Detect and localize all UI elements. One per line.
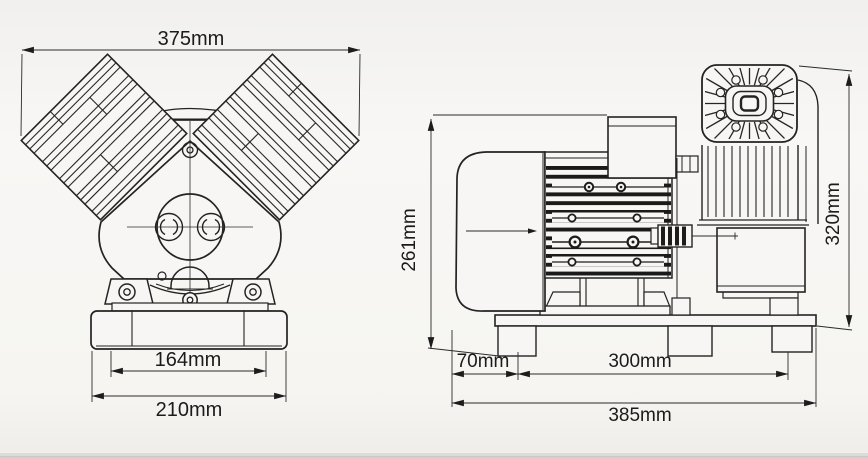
- dimension-base-width: 210mm: [91, 351, 287, 421]
- motor-fan-cover: [455, 151, 546, 312]
- tie-rods: [552, 181, 664, 267]
- apex-bolt: [181, 141, 199, 159]
- foot-middle: [667, 325, 713, 357]
- dim-label-foot-span: 300mm: [608, 351, 671, 372]
- base-plate: [494, 314, 817, 357]
- dimension-motor-top-height: 261mm: [399, 114, 607, 357]
- crankcase-feet: [104, 278, 276, 308]
- cylinder-right: [192, 53, 360, 221]
- dim-label-overall-width: 375mm: [158, 28, 225, 50]
- pump-section: [650, 64, 819, 316]
- dimension-overall-length: 385mm: [451, 328, 817, 426]
- motor-mounts: [539, 278, 671, 316]
- dimension-mount-hole-span: 164mm: [110, 349, 267, 377]
- foot-right: [771, 325, 813, 353]
- front-view: 375mm 164mm 210mm: [20, 28, 361, 421]
- crankcase-front: [98, 121, 282, 308]
- cylinder-fins-side: [697, 145, 809, 226]
- cylinder-left: [20, 53, 188, 221]
- dimension-foot-span: 300mm: [517, 351, 789, 380]
- dim-label-base-width: 210mm: [156, 399, 223, 421]
- base-front: [90, 302, 288, 350]
- dimension-overall-width: 375mm: [20, 28, 361, 137]
- dimension-overall-height: 320mm: [798, 65, 853, 331]
- foot-left: [497, 325, 537, 357]
- oil-hole: [157, 271, 167, 281]
- paper-bottom-shadow: [0, 453, 868, 457]
- dim-label-front-offset: 70mm: [457, 351, 510, 372]
- shaft-coupling: [650, 224, 738, 248]
- rear-cover: [797, 79, 819, 224]
- crankcase-side: [671, 158, 806, 316]
- dim-label-motor-top-height: 261mm: [399, 208, 420, 271]
- terminal-box: [607, 116, 699, 179]
- dim-label-overall-length: 385mm: [608, 405, 671, 426]
- paper-edge: [0, 456, 868, 459]
- dim-label-mount-hole-span: 164mm: [155, 349, 222, 371]
- dome-boss: [170, 266, 210, 289]
- head-boss: [724, 85, 775, 122]
- dimension-front-offset: 70mm: [451, 330, 519, 407]
- cylinder-head: [701, 64, 798, 143]
- conduit-stub: [675, 155, 699, 173]
- dim-label-overall-height: 320mm: [823, 182, 844, 245]
- side-view: 261mm 320mm 70mm 300mm 385mm: [399, 64, 853, 426]
